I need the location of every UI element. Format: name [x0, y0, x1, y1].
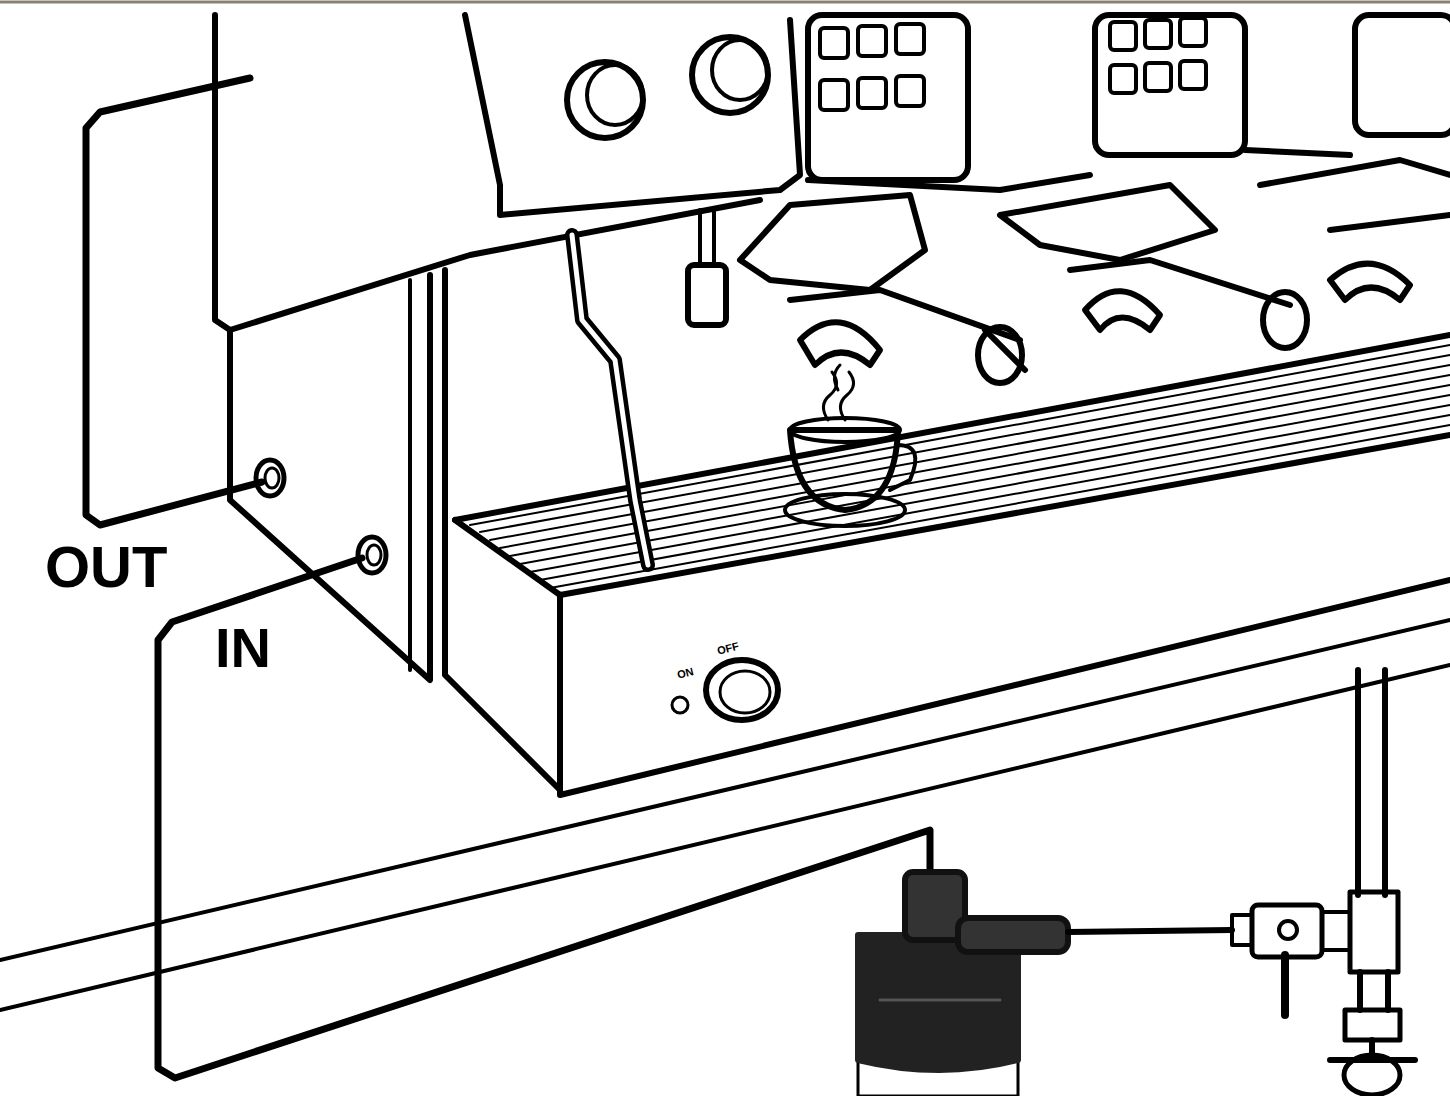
power-switch: [706, 660, 778, 720]
steam-wand: [572, 235, 648, 565]
upper-panel: [465, 15, 800, 215]
coffee-cup: [785, 365, 915, 526]
indicator-light: [672, 697, 688, 713]
shutoff-valve: [1232, 905, 1350, 1015]
tray-front: [560, 580, 1450, 795]
side-edge: [408, 280, 412, 670]
steam-wand: [572, 235, 648, 565]
group-head: [1260, 15, 1450, 300]
switch-label: ON: [676, 666, 695, 681]
water-pipe: [1330, 670, 1415, 1095]
steam-knob: [567, 37, 768, 138]
port-label: OUT: [45, 538, 167, 596]
in-hose: [158, 558, 930, 1078]
power-switch: [720, 671, 770, 713]
switch-label: OFF: [716, 641, 740, 657]
machine-body: [215, 15, 760, 330]
hot-water-spout: [700, 210, 714, 265]
tray-top: [455, 335, 1450, 520]
group-head: [1000, 15, 1307, 348]
hot-water-spout: [688, 265, 726, 325]
supply-hose: [1068, 930, 1232, 932]
machine-body: [1245, 150, 1350, 155]
water-filter: [858, 872, 1068, 1096]
group-head: [740, 15, 1025, 383]
counter-edge: [0, 620, 1450, 960]
water-fitting: [256, 460, 386, 573]
top-border: [0, 1, 1450, 4]
port-label: IN: [215, 620, 271, 676]
out-hose: [86, 78, 262, 525]
machine-body: [808, 175, 1090, 190]
